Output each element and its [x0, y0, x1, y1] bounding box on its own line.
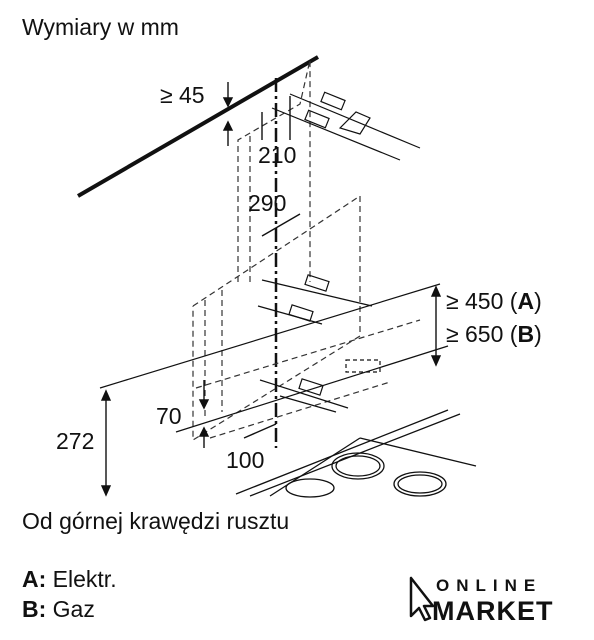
ceiling-line	[76, 55, 320, 198]
legend-a-key: A:	[22, 566, 47, 592]
dim-290: 290	[248, 190, 286, 216]
upper-chimney-outline	[237, 59, 311, 282]
burner-3	[285, 478, 335, 498]
screw-set-bottom	[259, 359, 381, 413]
screw-set-top	[271, 91, 421, 161]
legend-b-key: B:	[22, 596, 47, 622]
legend-a: A: Elektr.	[22, 566, 117, 593]
legend-b: B: Gaz	[22, 596, 95, 623]
dim-45: ≥ 45	[160, 82, 205, 108]
dim-70: 70	[156, 403, 182, 429]
dim-450: ≥ 450 (A)	[446, 288, 542, 314]
burner-1	[331, 452, 385, 480]
dim-650: ≥ 650 (B)	[446, 321, 542, 347]
screw-set-middle	[257, 274, 373, 325]
hood-outline	[99, 283, 449, 433]
hood-dashed-lines	[195, 319, 421, 439]
cooktop	[235, 409, 477, 498]
burner-2	[393, 471, 447, 497]
cursor-icon	[409, 576, 434, 622]
legend-a-label: Elektr.	[46, 566, 117, 592]
legend-b-label: Gaz	[46, 596, 95, 622]
dimension-lines	[100, 82, 442, 497]
dim-210: 210	[258, 142, 296, 168]
logo-market: MARKET	[432, 596, 554, 626]
logo-online: ONLINE	[436, 576, 543, 595]
dim-100: 100	[226, 447, 264, 473]
dim-272: 272	[56, 428, 94, 454]
caption: Od górnej krawędzi rusztu	[22, 508, 290, 534]
page-title: Wymiary w mm	[22, 14, 179, 40]
